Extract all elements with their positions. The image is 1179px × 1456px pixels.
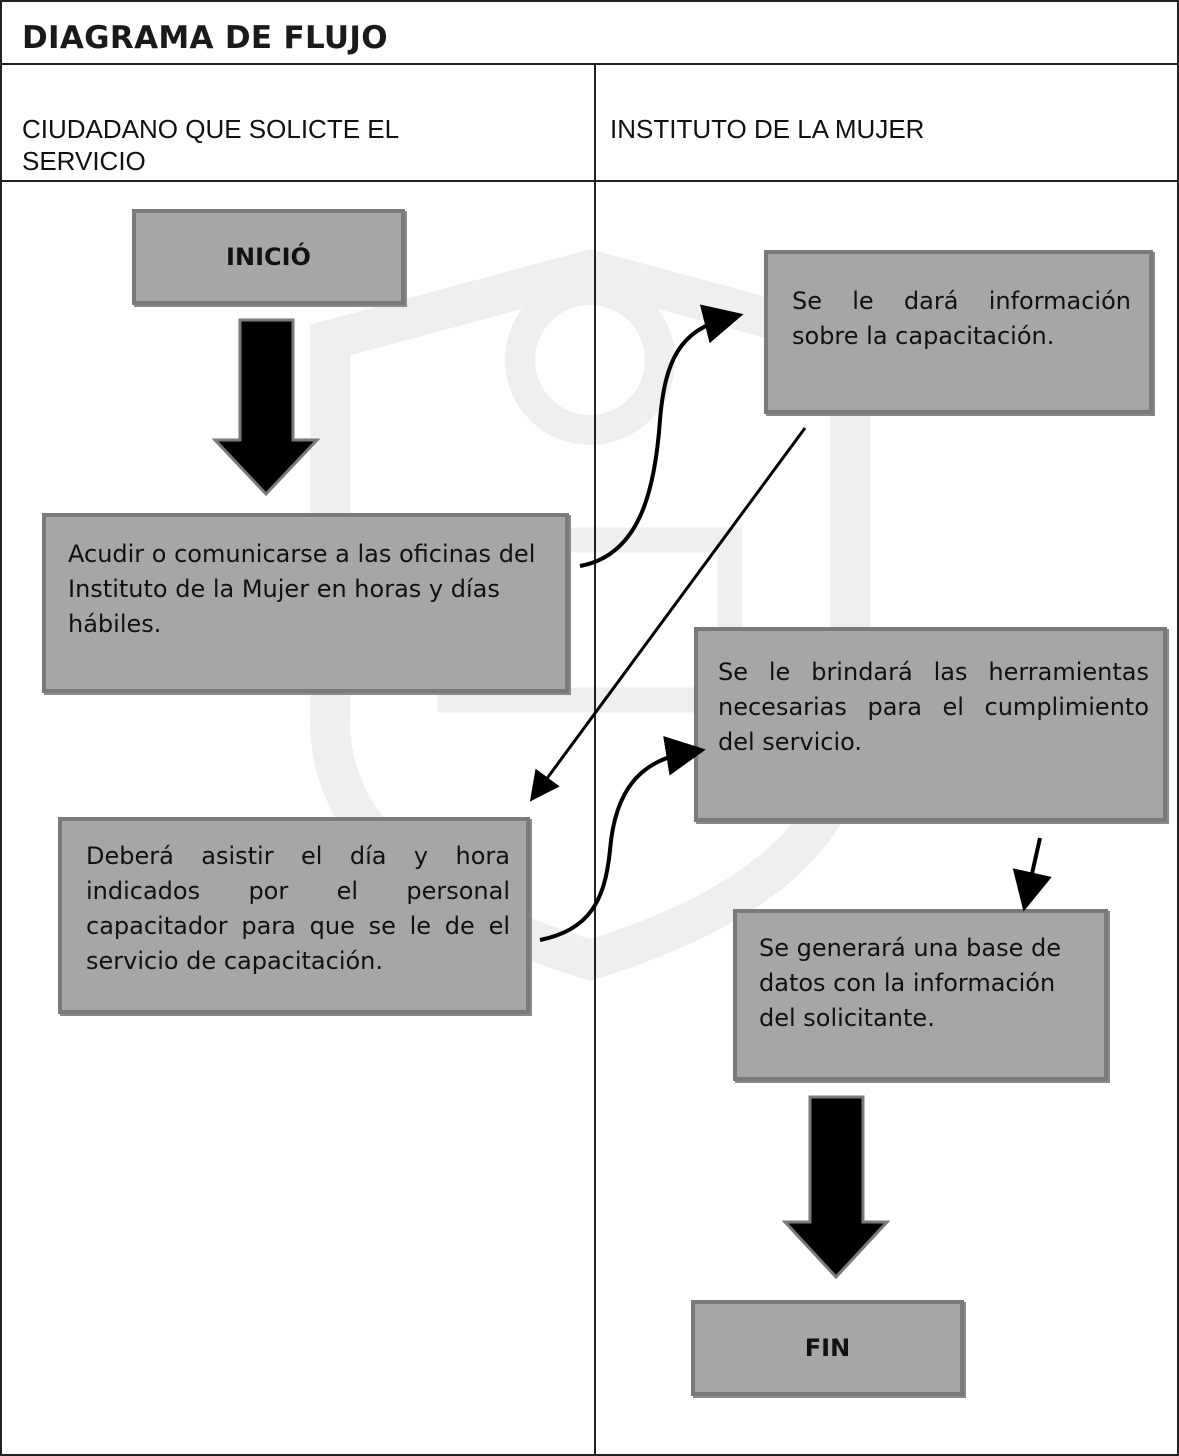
step-contact-offices: Acudir o comunicarse a las oficinas del … xyxy=(42,513,569,693)
block-arrow-down-2 xyxy=(781,1095,891,1280)
line-arrow-info-to-attend xyxy=(529,427,807,802)
curve-arrow-contact-to-info xyxy=(579,304,744,568)
page-title: DIAGRAMA DE FLUJO xyxy=(22,20,388,56)
end-node: FIN xyxy=(691,1300,964,1396)
step-provide-tools: Se le brindará las herramientas necesari… xyxy=(694,627,1167,822)
step-training-info: Se le dará información sobre la capacita… xyxy=(764,250,1153,414)
header-divider xyxy=(0,180,1179,182)
lane-heading-ciudadano: CIUDADANO QUE SOLICTE EL SERVICIO xyxy=(22,114,399,176)
lane-heading-instituto: INSTITUTO DE LA MUJER xyxy=(610,114,925,144)
start-node: INICIÓ xyxy=(132,209,405,305)
block-arrow-down-1 xyxy=(211,318,321,497)
title-divider xyxy=(0,63,1179,65)
line-arrow-tools-to-database xyxy=(1012,837,1052,912)
curve-arrow-attend-to-tools xyxy=(539,736,706,942)
lane-divider xyxy=(594,63,596,1456)
step-attend-session: Deberá asistir el día y hora indicados p… xyxy=(58,817,530,1014)
step-create-database: Se generará una base de datos con la inf… xyxy=(733,909,1108,1081)
